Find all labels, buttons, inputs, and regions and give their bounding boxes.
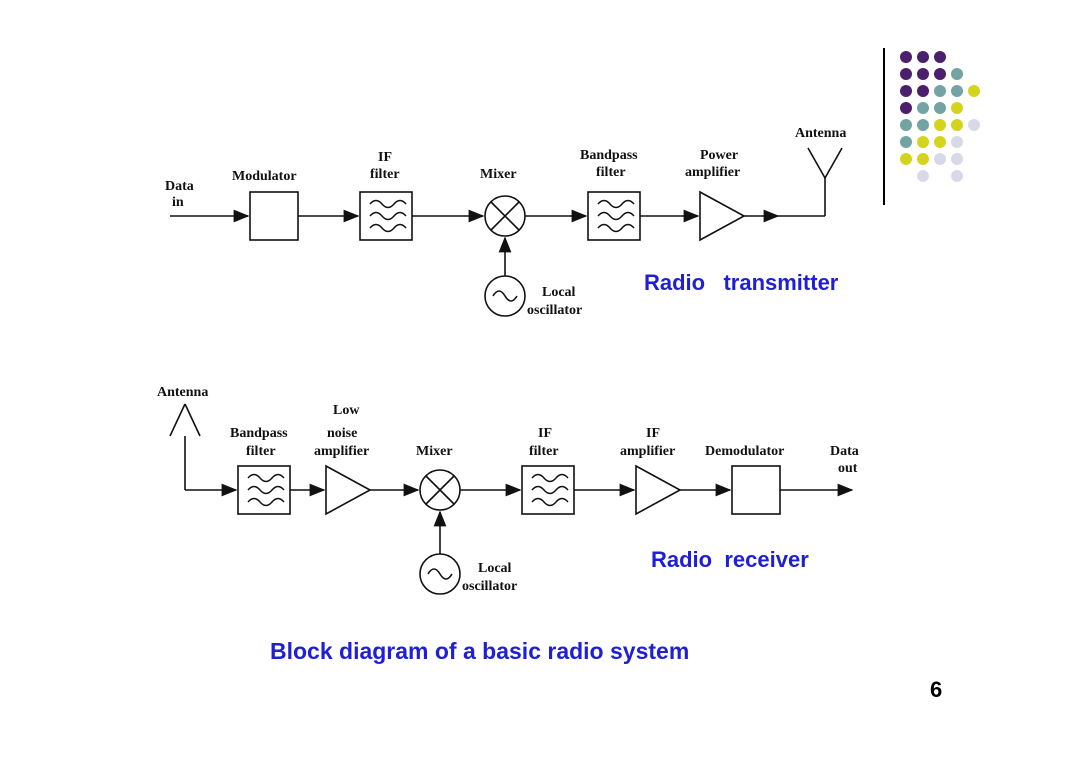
rx-mixer-label: Mixer xyxy=(416,444,453,459)
rx-bandpass-label: Bandpass xyxy=(230,426,288,441)
decorative-dot xyxy=(934,136,946,148)
rx-demodulator-block xyxy=(731,465,781,515)
rx-if-amplifier-symbol xyxy=(635,464,682,516)
filter-wave xyxy=(531,473,569,483)
tx-antenna-symbol xyxy=(807,147,843,216)
rx-antenna-label: Antenna xyxy=(157,385,208,400)
rx-if-filter-block xyxy=(521,465,575,515)
receiver-caption: Radio receiver xyxy=(651,547,809,572)
page-number: 6 xyxy=(930,677,943,702)
decorative-dot xyxy=(951,85,963,97)
rx-lna-noise-label: noise xyxy=(327,426,357,441)
tx-if-label: IF xyxy=(378,150,392,165)
filter-wave xyxy=(369,211,407,221)
tx-bandpass-filter-label: filter xyxy=(596,165,626,180)
decorative-dot xyxy=(917,102,929,114)
tx-data-in-label-2: in xyxy=(172,195,184,210)
decorative-dot xyxy=(951,136,963,148)
filter-wave xyxy=(369,199,407,209)
rx-oscillator-label: oscillator xyxy=(462,579,517,594)
decorative-dot xyxy=(951,153,963,165)
decorative-dot xyxy=(934,119,946,131)
filter-wave xyxy=(247,497,285,507)
tx-amplifier-label: amplifier xyxy=(685,165,740,180)
decorative-dot xyxy=(917,136,929,148)
decorative-dot xyxy=(934,153,946,165)
decorative-dot xyxy=(917,119,929,131)
filter-wave xyxy=(531,485,569,495)
decorative-dot xyxy=(934,102,946,114)
tx-power-amplifier-symbol xyxy=(699,190,746,242)
receiver-diagram xyxy=(169,403,854,595)
tx-power-label: Power xyxy=(700,148,738,163)
decorative-dot xyxy=(934,68,946,80)
rx-lna-low-label: Low xyxy=(333,403,360,418)
decorative-dot xyxy=(968,119,980,131)
decorative-dot xyxy=(968,85,980,97)
rx-lna-amplifier-label: amplifier xyxy=(314,444,369,459)
decorative-dot xyxy=(900,102,912,114)
decorative-dot xyxy=(900,85,912,97)
rx-lna-symbol xyxy=(325,464,372,516)
filter-wave xyxy=(531,497,569,507)
rx-local-label: Local xyxy=(478,561,512,576)
decorative-dot xyxy=(900,51,912,63)
transmitter-caption: Radio transmitter xyxy=(644,270,839,295)
decorative-dot xyxy=(917,170,929,182)
decorative-dot xyxy=(951,170,963,182)
filter-wave xyxy=(597,211,635,221)
tx-modulator-label: Modulator xyxy=(232,169,297,184)
decorative-dot-grid xyxy=(900,51,980,182)
decorative-dot xyxy=(917,85,929,97)
rx-data-out-label-2: out xyxy=(838,461,858,476)
tx-data-in-label: Data xyxy=(165,179,194,194)
filter-wave xyxy=(597,199,635,209)
decorative-dot xyxy=(917,153,929,165)
decorative-dot xyxy=(934,85,946,97)
slide-title: Block diagram of a basic radio system xyxy=(270,638,690,664)
rx-if-amplifier-label: amplifier xyxy=(620,444,675,459)
decorative-dot xyxy=(951,68,963,80)
tx-local-label: Local xyxy=(542,285,576,300)
tx-bandpass-block xyxy=(587,191,641,241)
tx-if-filter-block xyxy=(359,191,413,241)
rx-bandpass-block xyxy=(237,465,291,515)
rx-filter-wiggles xyxy=(247,473,569,507)
decorative-dot xyxy=(900,68,912,80)
filter-wave xyxy=(597,223,635,233)
rx-demodulator-label: Demodulator xyxy=(705,444,784,459)
tx-mixer-label: Mixer xyxy=(480,167,517,182)
rx-data-out-label: Data xyxy=(830,444,859,459)
filter-wave xyxy=(369,223,407,233)
transmitter-diagram xyxy=(170,147,843,317)
rx-bandpass-filter-label: filter xyxy=(246,444,276,459)
decorative-dot xyxy=(917,68,929,80)
tx-antenna-label: Antenna xyxy=(795,126,846,141)
decorative-dot xyxy=(900,153,912,165)
tx-filter-wiggles xyxy=(369,199,635,233)
tx-oscillator-label: oscillator xyxy=(527,303,582,318)
decorative-dot xyxy=(934,51,946,63)
filter-wave xyxy=(247,485,285,495)
decorative-dot xyxy=(900,136,912,148)
rx-if-amp-label: IF xyxy=(646,426,660,441)
filter-wave xyxy=(247,473,285,483)
tx-if-filter-label: filter xyxy=(370,167,400,182)
rx-if-filter-label: filter xyxy=(529,444,559,459)
rx-if-label: IF xyxy=(538,426,552,441)
tx-modulator-block xyxy=(249,191,299,241)
tx-bandpass-label: Bandpass xyxy=(580,148,638,163)
decorative-dot xyxy=(951,119,963,131)
decorative-dot xyxy=(917,51,929,63)
decorative-dot xyxy=(951,102,963,114)
rx-antenna-symbol xyxy=(169,403,201,490)
decorative-dot xyxy=(900,119,912,131)
